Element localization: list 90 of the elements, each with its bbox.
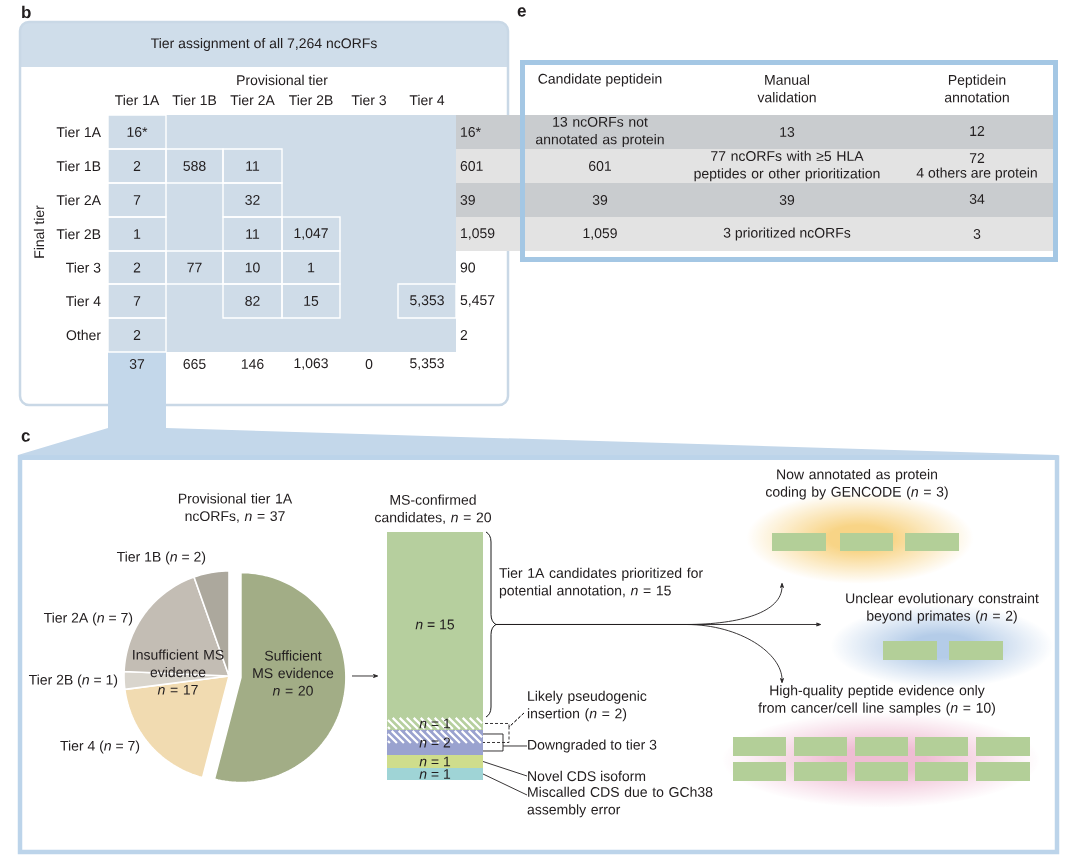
table-cell: 588 xyxy=(165,148,224,184)
column-header: Candidate peptidein xyxy=(538,73,662,87)
panel-letter: c xyxy=(21,432,30,442)
table-cell: 77 xyxy=(165,250,224,285)
table-cell: 34 xyxy=(969,194,985,204)
curly-brace xyxy=(485,531,497,718)
callout-text: Downgraded to tier 3 xyxy=(528,739,657,753)
table-cell: 32 xyxy=(222,182,283,218)
arrow xyxy=(495,624,784,684)
table-cell: 72 xyxy=(969,153,985,163)
bar-segment: n = 1 xyxy=(387,768,483,780)
leader-line xyxy=(482,733,528,752)
row-header: Tier 4 xyxy=(66,295,101,307)
table-cell: 146 xyxy=(241,359,264,369)
table-cell: 39 xyxy=(779,195,795,205)
row-header: Tier 3 xyxy=(66,262,101,273)
row-header: Tier 1A xyxy=(56,126,101,138)
slice-label: Tier 4 (n = 7) xyxy=(60,740,140,754)
leader-line xyxy=(482,773,528,796)
slice-label: Tier 1B (n = 2) xyxy=(116,551,206,565)
table-cell: 39 xyxy=(592,195,608,205)
axis-title: Provisional tier xyxy=(237,74,328,86)
table-cell: 11 xyxy=(222,148,283,184)
panel-letter: e xyxy=(517,7,526,17)
table-cell: 0 xyxy=(365,359,373,369)
table-cell: 82 xyxy=(222,283,283,319)
leader-line xyxy=(482,761,528,777)
table-cell: 39 xyxy=(460,195,475,205)
table-cell: 77 ncORFs with ≥5 HLA peptides or other prioritization xyxy=(694,150,880,182)
group-heading: Unclear evolutionary constraint beyond primates (n = 2) xyxy=(846,593,1039,624)
row-header: Tier 1B xyxy=(56,160,101,172)
table-cell: 7 xyxy=(107,283,167,319)
table-cell: 5,353 xyxy=(410,358,444,370)
table-cell: 2 xyxy=(107,148,167,184)
header-band: Tier assignment of all 7,264 ncORFs xyxy=(20,22,508,67)
table-cell: 16* xyxy=(461,127,481,137)
table-cell: 1 xyxy=(107,216,167,252)
slice-label: Tier 2A (n = 7) xyxy=(43,612,133,626)
leader-line xyxy=(482,712,525,743)
column-header: Tier 4 xyxy=(409,94,445,106)
callout-text: Novel CDS isoform xyxy=(528,770,646,782)
table-cell: 13 xyxy=(780,127,795,137)
table-cell: 3 xyxy=(973,229,981,239)
table-cell: 665 xyxy=(183,359,206,369)
row-header: Tier 2A xyxy=(56,194,101,206)
table-cell: 4 others are protein xyxy=(916,167,1037,181)
table-cell: 3 prioritized ncORFs xyxy=(723,227,851,241)
segment-label: n = 15 xyxy=(415,619,455,630)
chart-title: MS-confirmed candidates, n = 20 xyxy=(375,494,492,524)
callout-text: Likely pseudogenic insertion (n = 2) xyxy=(527,690,647,722)
column-header: Tier 3 xyxy=(351,94,386,106)
column-header: Manual validation xyxy=(757,74,816,103)
table-cell: 7 xyxy=(107,182,167,218)
slice-label: Tier 2B (n = 1) xyxy=(28,674,118,688)
table-cell: 37 xyxy=(129,359,145,369)
table-cell: 601 xyxy=(460,161,483,171)
column-header: Tier 2A xyxy=(230,94,275,106)
slice-label: Insufficient MS evidence n = 17 xyxy=(133,649,224,695)
chart-title: Provisional tier 1A ncORFs, n = 37 xyxy=(178,493,293,523)
table-cell: 5,353 xyxy=(397,283,457,319)
table-cell: 13 ncORFs not annotated as protein xyxy=(536,116,664,148)
table-cell: 16* xyxy=(107,114,167,150)
table-cell: 90 xyxy=(460,262,476,273)
axis-title: Final tier xyxy=(33,205,45,258)
table-cell: 2 xyxy=(107,250,167,285)
group-heading: Now annotated as protein coding by GENCODE (n = 3) xyxy=(766,469,948,500)
table-cell: 10 xyxy=(222,250,283,285)
table-cell: 2 xyxy=(107,317,167,353)
group-heading: High-quality peptide evidence only from cancer/cell line samples (n = 10) xyxy=(758,685,995,716)
table-cell: 1,047 xyxy=(281,216,341,252)
callout-text: Miscalled CDS due to GCh38 assembly error xyxy=(527,786,713,818)
table-cell: 5,457 xyxy=(460,295,495,307)
bar-segment: n = 2 xyxy=(386,729,484,755)
column-header: Tier 2B xyxy=(289,94,333,106)
arrow xyxy=(351,674,379,678)
table-cell: 1,063 xyxy=(294,358,328,370)
table-cell: 2 xyxy=(460,330,468,340)
column-header: Tier 1B xyxy=(172,94,217,106)
row-header: Tier 2B xyxy=(56,228,101,240)
table-cell: 1,059 xyxy=(461,228,495,240)
column-header: Tier 1A xyxy=(115,94,160,106)
table-cell: 12 xyxy=(970,126,985,136)
table-cell: 1 xyxy=(281,250,341,285)
brace-label: Tier 1A candidates prioritized for potential annotation, n = 15 xyxy=(499,567,703,599)
table-cell: 11 xyxy=(222,216,283,252)
table-cell: 601 xyxy=(589,161,611,171)
table-cell: 15 xyxy=(281,283,341,319)
column-header: Peptidein annotation xyxy=(944,74,1009,103)
table-cell: 1,059 xyxy=(583,228,617,240)
row-header: Other xyxy=(66,329,101,341)
